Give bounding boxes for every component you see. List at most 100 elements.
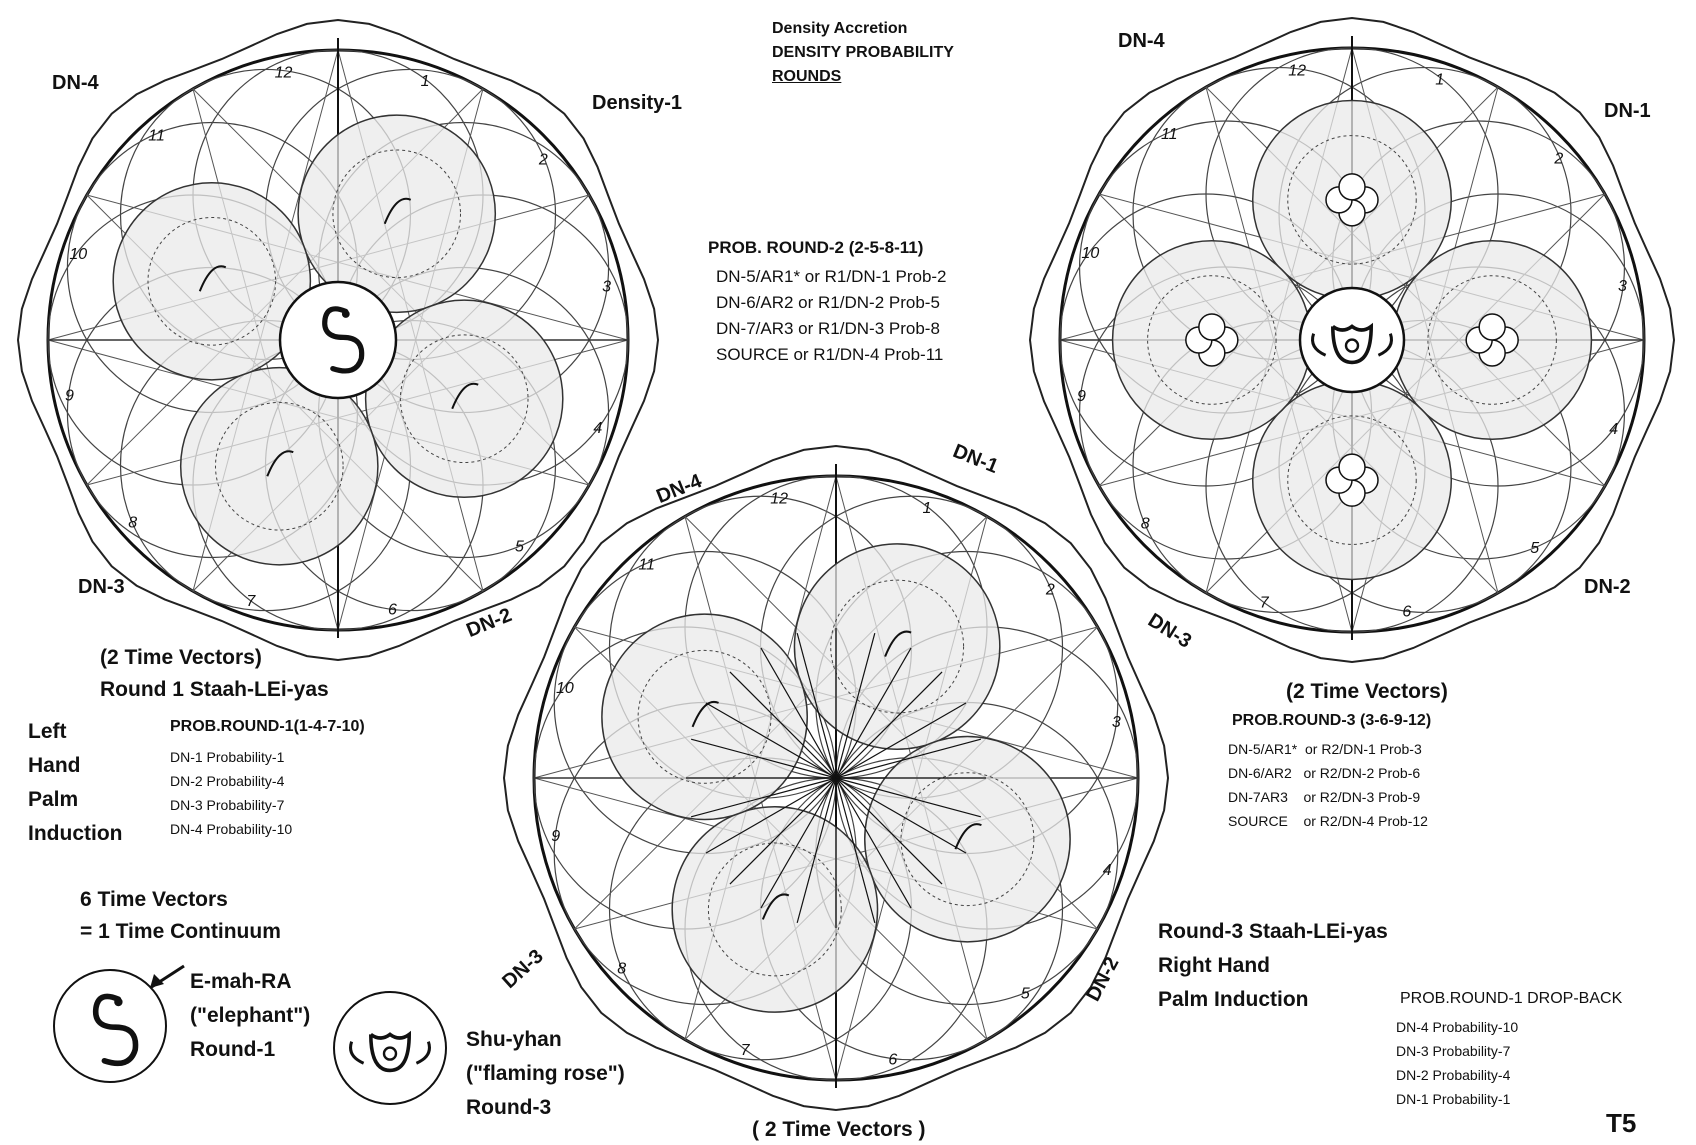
rim-number: 9: [65, 387, 74, 404]
rim-number: 6: [888, 1051, 897, 1068]
header-line-2: DENSITY PROBABILITY: [772, 42, 954, 63]
left-wheel-dn3-label: DN-3: [78, 576, 125, 599]
round3-line-2: Right Hand: [1158, 950, 1270, 981]
drop-back-line: DN-3 Probability-7: [1396, 1040, 1510, 1062]
drop-back-line: DN-4 Probability-10: [1396, 1016, 1518, 1038]
rim-number: 2: [1553, 150, 1563, 167]
prob-round-3-line: DN-7AR3 or R2/DN-3 Prob-9: [1228, 786, 1420, 808]
left-hand-word: Induction: [28, 818, 122, 849]
left-wheel-caption-1: (2 Time Vectors): [100, 642, 262, 673]
rim-number: 2: [538, 152, 548, 169]
right-wheel-dn1-label: DN-1: [1604, 100, 1651, 123]
rim-number: 3: [1618, 278, 1627, 295]
rim-number: 6: [1402, 603, 1411, 620]
shaded-petal: [602, 614, 807, 819]
rim-number: 11: [638, 557, 655, 574]
prob-round-3-line: DN-5/AR1* or R2/DN-1 Prob-3: [1228, 738, 1422, 760]
drop-back-line: DN-2 Probability-4: [1396, 1064, 1510, 1086]
prob-round-1-line: DN-2 Probability-4: [170, 770, 284, 792]
rim-number: 8: [617, 960, 626, 977]
emahra-line-3: Round-1: [190, 1034, 275, 1065]
shuyhan-line-1: Shu-yhan: [466, 1024, 562, 1055]
drop-back-line: DN-1 Probability-1: [1396, 1088, 1510, 1110]
flower-petal-icon: [1339, 454, 1365, 480]
shuyhan-line-3: Round-3: [466, 1092, 551, 1123]
rim-number: 1: [421, 73, 430, 90]
rim-number: 7: [741, 1042, 751, 1059]
rim-number: 7: [246, 593, 256, 610]
rim-number: 12: [275, 64, 293, 81]
rim-number: 12: [1288, 63, 1306, 80]
bottom-wheel-caption-1: ( 2 Time Vectors ): [752, 1114, 926, 1145]
center-circle: [280, 282, 396, 398]
right-wheel-dn2-label: DN-2: [1584, 576, 1631, 599]
prob-round-1-line: DN-4 Probability-10: [170, 818, 292, 840]
rim-number: 5: [515, 538, 524, 555]
right-wheel-dn4-label: DN-4: [1118, 30, 1165, 53]
prob-round-1-line: DN-1 Probability-1: [170, 746, 284, 768]
rim-number: 9: [1077, 388, 1086, 405]
wheel-round-2: 123456789101112: [504, 446, 1168, 1110]
prob-round-2-title: PROB. ROUND-2 (2-5-8-11): [708, 238, 923, 258]
emahra-line-1: E-mah-RA: [190, 966, 292, 997]
rim-number: 8: [128, 514, 137, 531]
glyph-dot: [114, 998, 122, 1006]
rim-number: 1: [922, 500, 931, 517]
rim-number: 12: [770, 491, 788, 508]
rim-number: 4: [593, 420, 602, 437]
rim-number: 3: [602, 279, 611, 296]
wheel-round-1: 123456789101112: [18, 20, 658, 660]
rim-number: 4: [1609, 421, 1618, 438]
round3-line-3: Palm Induction: [1158, 984, 1309, 1015]
left-wheel-caption-2: Round 1 Staah-LEi-yas: [100, 674, 329, 705]
shaded-petal: [672, 807, 877, 1012]
rim-number: 10: [1081, 245, 1099, 262]
rim-number: 9: [551, 828, 560, 845]
left-wheel-dn4-label: DN-4: [52, 72, 99, 95]
rim-number: 5: [1530, 540, 1539, 557]
prob-round-1-line: DN-3 Probability-7: [170, 794, 284, 816]
header-line-3: ROUNDS: [772, 66, 841, 87]
rim-number: 4: [1103, 862, 1112, 879]
prob-round-3-line: DN-6/AR2 or R2/DN-2 Prob-6: [1228, 762, 1420, 784]
rim-number: 6: [388, 602, 397, 619]
rim-number: 11: [148, 128, 165, 145]
time-vectors-line-2: = 1 Time Continuum: [80, 916, 281, 947]
prob-round-2-line: DN-5/AR1* or R1/DN-1 Prob-2: [716, 264, 947, 290]
left-wheel-density1-label: Density-1: [592, 92, 682, 115]
time-vectors-line-1: 6 Time Vectors: [80, 884, 228, 915]
rim-number: 1: [1435, 71, 1444, 88]
glyph-dot: [342, 310, 350, 318]
rim-number: 11: [1161, 126, 1178, 143]
prob-round-3-line: SOURCE or R2/DN-4 Prob-12: [1228, 810, 1428, 832]
prob-round-2-line: DN-7/AR3 or R1/DN-3 Prob-8: [716, 316, 940, 342]
prob-round-2-line: SOURCE or R1/DN-4 Prob-11: [716, 342, 943, 368]
shaded-petal: [865, 736, 1070, 941]
rim-number: 2: [1045, 582, 1055, 599]
header-line-1: Density Accretion: [772, 18, 907, 39]
shaded-petal: [794, 544, 999, 749]
right-wheel-caption-1: (2 Time Vectors): [1286, 676, 1448, 707]
prob-round-3-title: PROB.ROUND-3 (3-6-9-12): [1232, 712, 1431, 730]
wheel-round-3: 123456789101112: [1030, 18, 1674, 662]
rim-number: 5: [1021, 985, 1030, 1002]
round3-line-1: Round-3 Staah-LEi-yas: [1158, 916, 1388, 947]
rim-number: 8: [1141, 516, 1150, 533]
drop-back-title: PROB.ROUND-1 DROP-BACK: [1400, 990, 1622, 1008]
emahra-line-2: ("elephant"): [190, 1000, 310, 1031]
rim-number: 3: [1112, 714, 1121, 731]
flower-petal-icon: [1199, 314, 1225, 340]
prob-round-1-title: PROB.ROUND-1(1-4-7-10): [170, 718, 365, 736]
flower-petal-icon: [1339, 174, 1365, 200]
flower-petal-icon: [1479, 314, 1505, 340]
left-hand-word: Hand: [28, 750, 81, 781]
shuyhan-line-2: ("flaming rose"): [466, 1058, 625, 1089]
rim-number: 10: [69, 246, 87, 263]
page-tag: T5: [1606, 1108, 1636, 1139]
rim-number: 10: [556, 680, 574, 697]
rim-number: 7: [1260, 595, 1270, 612]
left-hand-word: Palm: [28, 784, 78, 815]
prob-round-2-line: DN-6/AR2 or R1/DN-2 Prob-5: [716, 290, 940, 316]
left-hand-word: Left: [28, 716, 67, 747]
